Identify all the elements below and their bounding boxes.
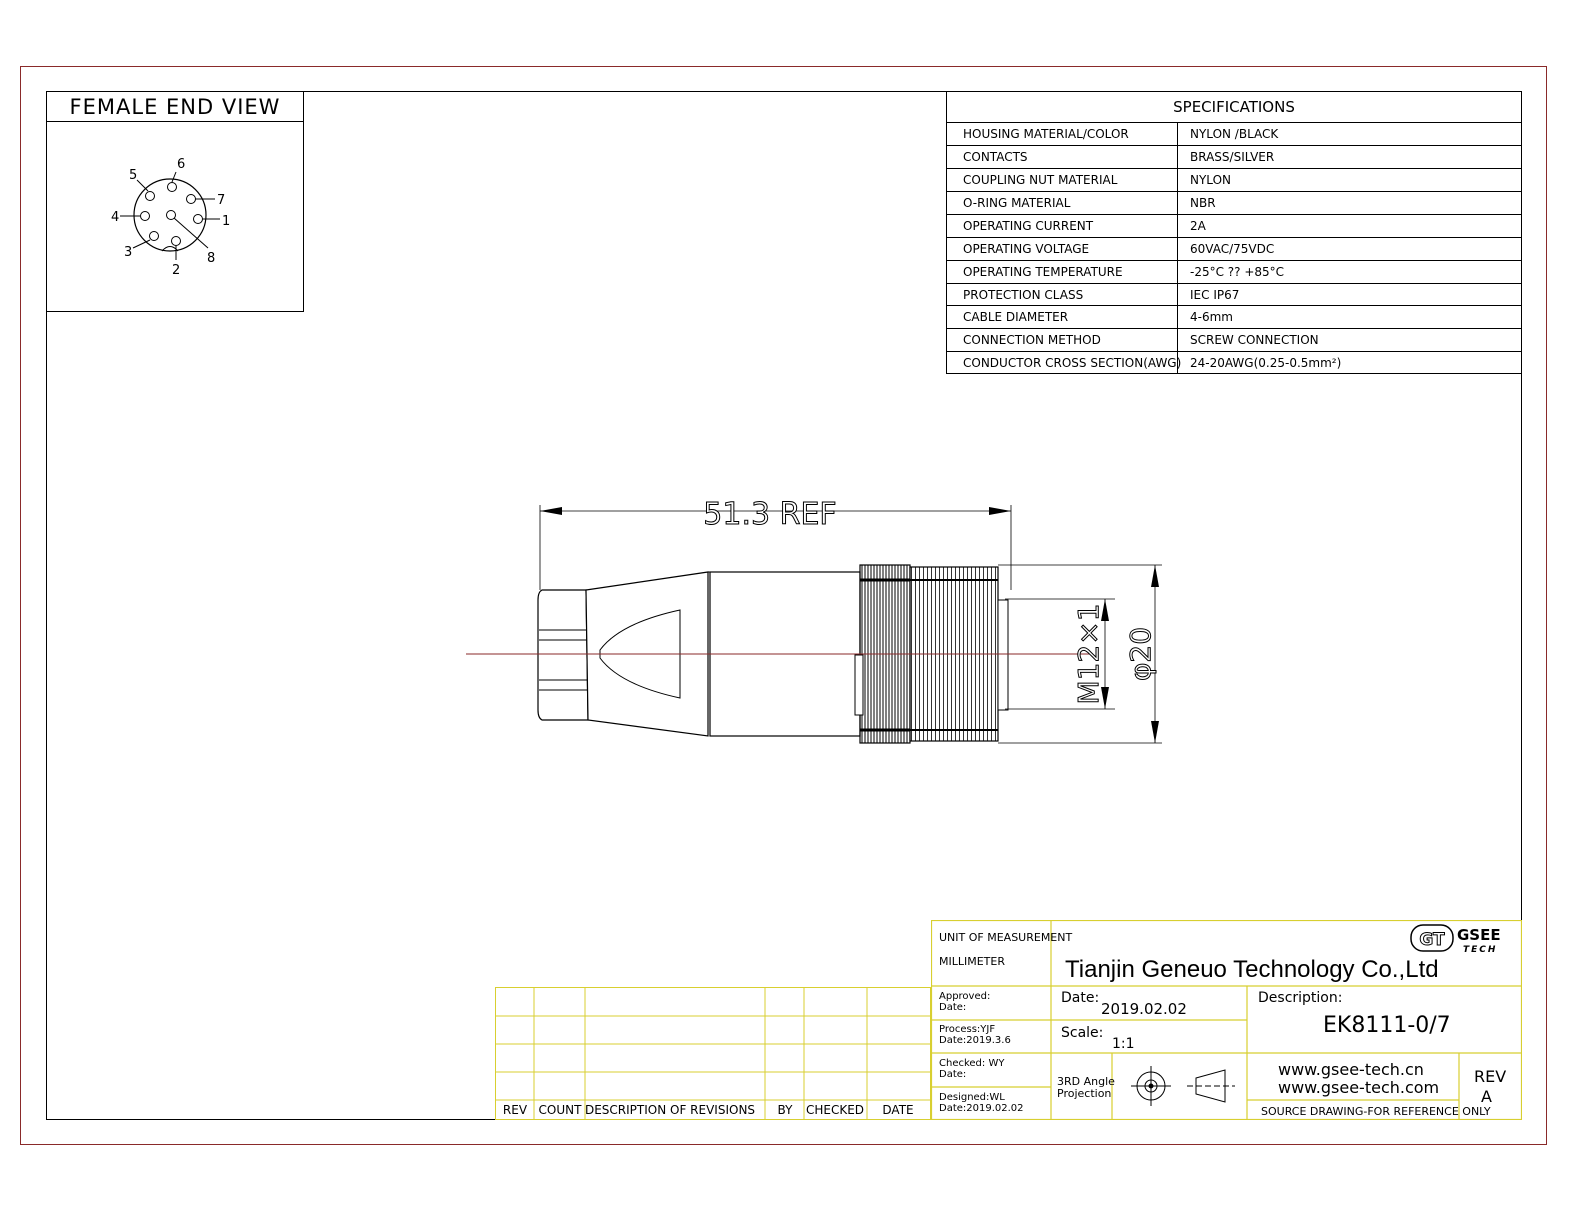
spec-row: PROTECTION CLASS IEC IP67 <box>947 284 1521 306</box>
spec-value: NYLON <box>1190 173 1231 187</box>
description-label: Description: <box>1258 990 1342 1006</box>
logo-mark: GT <box>1419 930 1445 950</box>
rev-label: REV <box>1474 1067 1506 1086</box>
spec-key: COUPLING NUT MATERIAL <box>963 173 1118 187</box>
spec-key: OPERATING VOLTAGE <box>963 242 1090 256</box>
diameter-dimension: φ20 <box>1124 627 1157 681</box>
spec-key: CABLE DIAMETER <box>963 310 1069 324</box>
approved-date: Date: <box>939 1002 966 1013</box>
pin-label-5: 5 <box>129 168 137 183</box>
spec-row: CONTACTS BRASS/SILVER <box>947 146 1521 169</box>
checked-date: Date: <box>939 1069 966 1080</box>
rev-header-rev: REV <box>503 1103 528 1117</box>
spec-row: OPERATING TEMPERATURE -25°C ?? +85°C <box>947 261 1521 284</box>
pin-label-8: 8 <box>207 251 215 266</box>
process-date: Date:2019.3.6 <box>939 1035 1011 1046</box>
rev-header-checked: CHECKED <box>806 1103 864 1117</box>
spec-row: CABLE DIAMETER 4-6mm <box>947 306 1521 329</box>
scale-value: 1:1 <box>1112 1036 1135 1052</box>
spec-value: BRASS/SILVER <box>1190 150 1275 164</box>
rev-value: A <box>1481 1087 1492 1106</box>
pin-label-6: 6 <box>177 157 185 172</box>
title-block: UNIT OF MEASUREMENT MILLIMETER Tianjin G… <box>931 920 1522 1120</box>
thread-dimension: M12×1 <box>1072 603 1105 704</box>
projection-symbol-icon <box>1131 1066 1235 1106</box>
rev-header-description: DESCRIPTION OF REVISIONS <box>585 1103 755 1117</box>
rev-header-date: DATE <box>882 1103 913 1117</box>
pin-label-2: 2 <box>172 263 180 278</box>
designed-label: Designed:WL <box>939 1092 1005 1103</box>
logo-brand: GSEE <box>1457 926 1501 944</box>
outer-border <box>20 66 1547 1145</box>
date-label: Date: <box>1061 990 1099 1006</box>
pin-label-3: 3 <box>124 245 132 260</box>
female-end-view-panel <box>46 91 304 312</box>
spec-row: OPERATING CURRENT 2A <box>947 215 1521 238</box>
spec-key: CONTACTS <box>963 150 1028 164</box>
specifications-table: SPECIFICATIONS HOUSING MATERIAL/COLOR NYL… <box>946 91 1522 374</box>
unit-value: MILLIMETER <box>939 955 1005 968</box>
website-cn: www.gsee-tech.cn <box>1278 1060 1424 1079</box>
rev-header-by: BY <box>778 1103 794 1117</box>
length-dimension: 51.3 REF <box>703 497 836 532</box>
spec-value: NBR <box>1190 196 1216 210</box>
spec-key: HOUSING MATERIAL/COLOR <box>963 127 1129 141</box>
spec-key: PROTECTION CLASS <box>963 287 1084 302</box>
unit-label: UNIT OF MEASUREMENT <box>939 931 1072 944</box>
spec-value: 4-6mm <box>1190 310 1233 324</box>
spec-row: OPERATING VOLTAGE 60VAC/75VDC <box>947 238 1521 261</box>
website-com: www.gsee-tech.com <box>1278 1078 1439 1097</box>
projection-line2: Projection <box>1057 1087 1111 1100</box>
pin-label-4: 4 <box>111 210 119 225</box>
reference-note: SOURCE DRAWING-FOR REFERENCE ONLY <box>1261 1105 1491 1118</box>
rev-header-count: COUNT <box>539 1103 583 1117</box>
projection-line1: 3RD Angle <box>1057 1075 1115 1088</box>
spec-key: O-RING MATERIAL <box>963 196 1071 210</box>
company-name: Tianjin Geneuo Technology Co.,Ltd <box>1065 956 1439 983</box>
female-end-view-title: FEMALE END VIEW <box>46 92 304 122</box>
part-number: EK8111-0/7 <box>1323 1013 1451 1038</box>
approved-label: Approved: <box>939 991 990 1002</box>
spec-key: OPERATING TEMPERATURE <box>963 265 1123 279</box>
spec-value: 60VAC/75VDC <box>1190 242 1275 256</box>
spec-key: CONDUCTOR CROSS SECTION(AWG) <box>963 356 1182 370</box>
spec-column-divider <box>1177 123 1178 374</box>
spec-value: SCREW CONNECTION <box>1190 333 1319 347</box>
logo-sub: TECH <box>1463 945 1497 955</box>
spec-value: 2A <box>1190 219 1206 233</box>
gsee-logo-icon: GT GSEE TECH <box>1410 924 1501 955</box>
scale-label: Scale: <box>1061 1025 1103 1041</box>
checked-label: Checked: WY <box>939 1058 1005 1069</box>
specifications-title: SPECIFICATIONS <box>947 92 1521 123</box>
spec-value: -25°C ?? +85°C <box>1190 265 1285 279</box>
spec-value: 24-20AWG(0.25-0.5mm²) <box>1190 356 1342 370</box>
spec-value: NYLON /BLACK <box>1190 127 1279 141</box>
spec-key: CONNECTION METHOD <box>963 333 1101 347</box>
spec-row: HOUSING MATERIAL/COLOR NYLON /BLACK <box>947 123 1521 146</box>
pin-label-7: 7 <box>217 193 225 208</box>
spec-row: CONNECTION METHOD SCREW CONNECTION <box>947 329 1521 352</box>
process-label: Process:YJF <box>939 1024 995 1035</box>
spec-row: O-RING MATERIAL NBR <box>947 192 1521 215</box>
spec-row: COUPLING NUT MATERIAL NYLON <box>947 169 1521 192</box>
spec-key: OPERATING CURRENT <box>963 219 1094 233</box>
spec-value: IEC IP67 <box>1190 287 1240 302</box>
revision-table: REV COUNT DESCRIPTION OF REVISIONS BY CH… <box>495 987 931 1120</box>
connector-side-view: 51.3 REF M12×1 φ20 <box>466 497 1162 744</box>
spec-row: CONDUCTOR CROSS SECTION(AWG) 24-20AWG(0.2… <box>947 352 1521 374</box>
pin-layout-diagram: 6 5 7 4 1 3 2 8 <box>111 157 230 278</box>
pin-label-1: 1 <box>222 214 230 229</box>
designed-date: Date:2019.02.02 <box>939 1103 1024 1114</box>
date-value: 2019.02.02 <box>1101 1000 1187 1018</box>
